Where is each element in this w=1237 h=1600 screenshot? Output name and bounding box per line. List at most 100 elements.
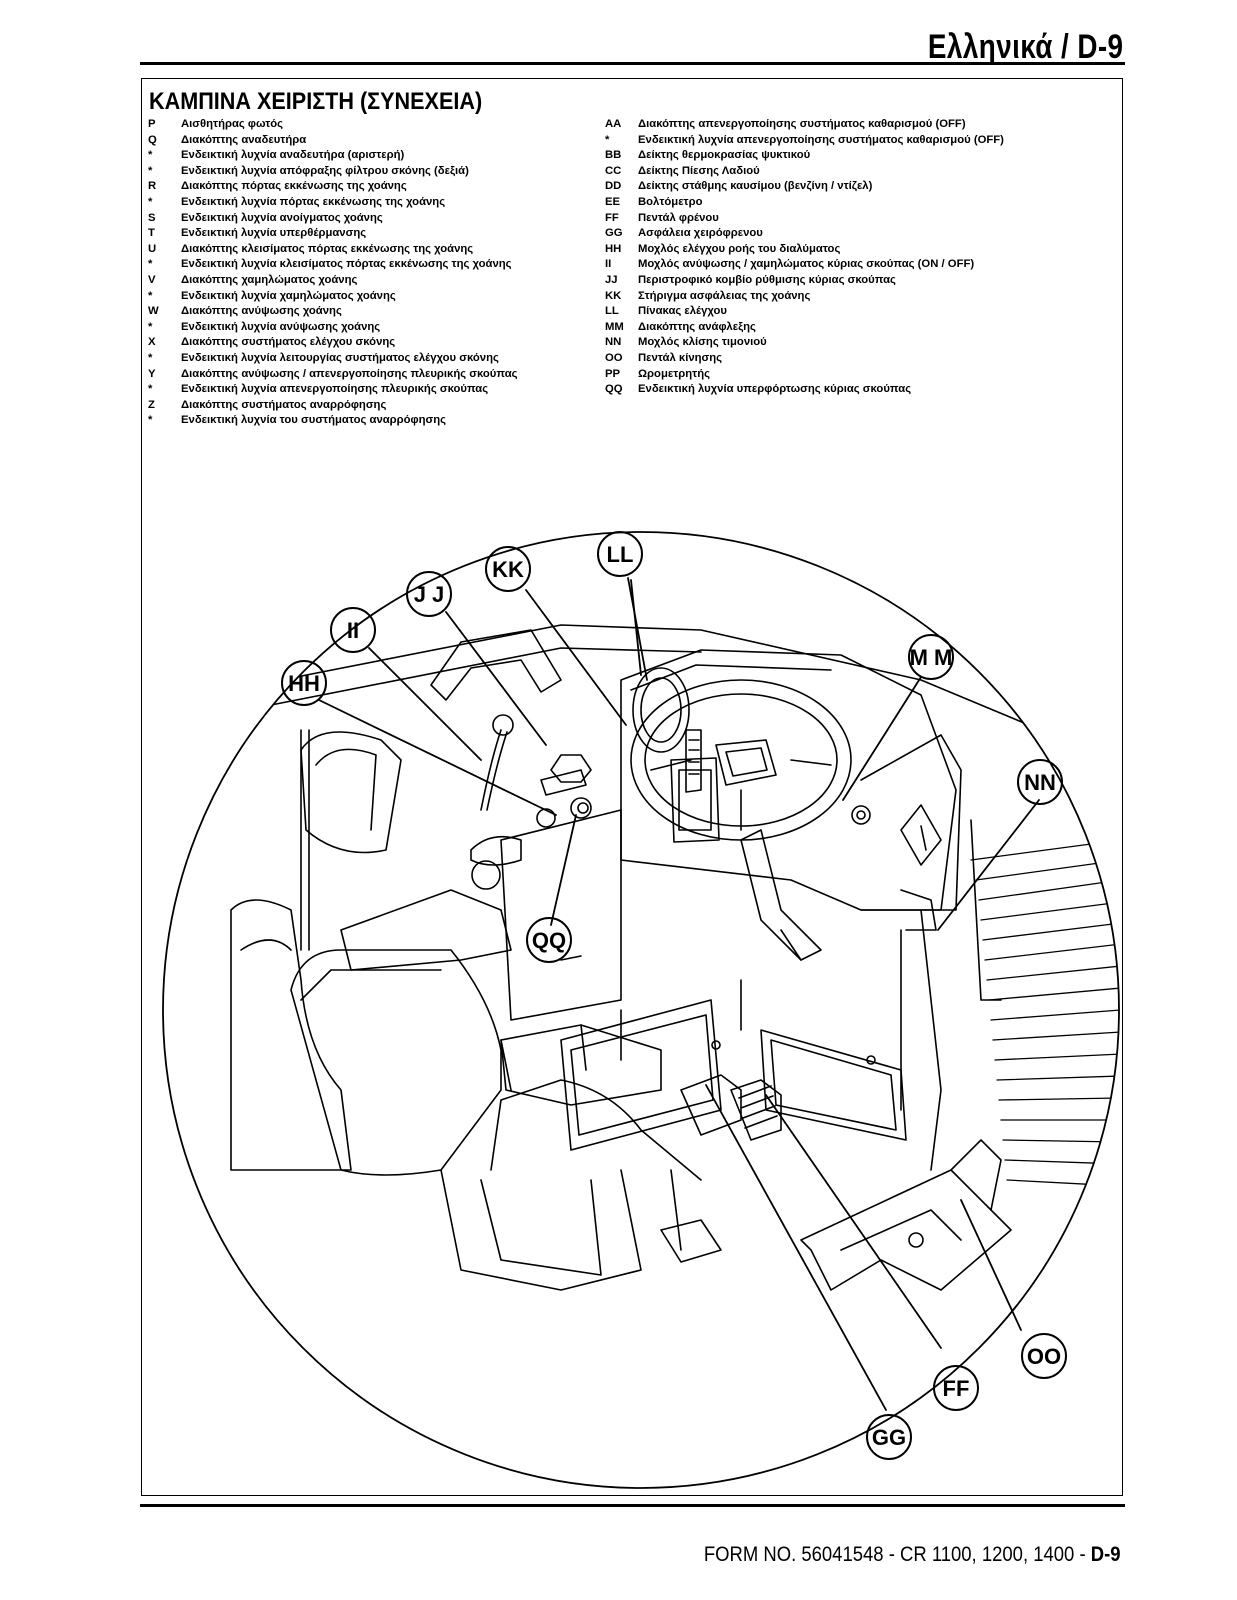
legend-description: Μοχλός ελέγχου ροής του διαλύματος: [638, 242, 841, 255]
legend-description: Διακόπτης ανύψωσης / απενεργοποίησης πλε…: [181, 367, 518, 380]
legend-code: QQ: [605, 383, 623, 396]
operator-compartment-diagram: HH II J J KK LL M M NN QQ OO FF GG: [162, 531, 1120, 1489]
legend-code: *: [148, 195, 153, 208]
legend-code: CC: [605, 164, 622, 177]
callout-oo-label: OO: [1027, 1344, 1061, 1369]
page-header-title: Ελληνικά / D-9: [927, 28, 1123, 66]
legend-code: *: [148, 289, 153, 302]
legend-description: Ενδεικτική λυχνία κλεισίματος πόρτας εκκ…: [181, 258, 512, 271]
legend-description: Διακόπτης συστήματος αναρρόφησης: [181, 398, 387, 411]
legend-item: V Διακόπτης χαμηλώματος χοάνης: [148, 273, 588, 289]
legend-code: EE: [605, 195, 621, 208]
legend-code: DD: [605, 180, 622, 193]
legend-description: Διακόπτης αναδευτήρα: [181, 133, 307, 146]
legend-item: * Ενδεικτική λυχνία απενεργοποίησης πλευρ…: [148, 382, 588, 398]
callout-ll: LL: [597, 531, 643, 577]
legend-description: Ενδεικτική λυχνία ανύψωσης χοάνης: [181, 320, 381, 333]
legend-item: * Ενδεικτική λυχνία χαμηλώματος χοάνης: [148, 289, 588, 305]
callout-jj: J J: [406, 571, 452, 617]
legend-description: Ενδεικτική λυχνία απόφραξης φίλτρου σκόν…: [181, 164, 469, 177]
legend-code: JJ: [605, 273, 618, 286]
legend-code: Y: [148, 367, 156, 380]
legend-description: Στήριγμα ασφάλειας της χοάνης: [638, 289, 811, 302]
legend-description: Μοχλός κλίσης τιμονιού: [638, 336, 767, 349]
callout-qq: QQ: [526, 917, 572, 963]
header-rule: [140, 62, 1125, 65]
callout-gg-label: GG: [872, 1425, 906, 1450]
legend-code: NN: [605, 336, 622, 349]
callout-ii-label: II: [347, 618, 359, 643]
side-grille: [970, 839, 1119, 1187]
legend-code: X: [148, 336, 156, 349]
legend-code: Z: [148, 398, 155, 411]
legend-code: *: [148, 414, 153, 427]
footer-form-text: FORM NO. 56041548 - CR 1100, 1200, 1400 …: [704, 1543, 1092, 1566]
callout-jj-label: J J: [414, 582, 445, 607]
content-frame: [141, 78, 1123, 1496]
callout-mm: M M: [908, 634, 954, 680]
legend-code: V: [148, 273, 156, 286]
legend-description: Ενδεικτική λυχνία λειτουργίας συστήματος…: [181, 351, 499, 364]
legend-code: OO: [605, 351, 623, 364]
legend-item: * Ενδεικτική λυχνία απενεργοποίησης συστή…: [605, 133, 1105, 149]
leader-lines: [318, 577, 1040, 1411]
legend-description: Περιστροφικό κομβίο ρύθμισης κύριας σκού…: [638, 273, 896, 286]
legend-description: Ενδεικτική λυχνία απενεργοποίησης συστήμ…: [638, 133, 1004, 146]
legend-code: *: [605, 133, 610, 146]
legend-code: AA: [605, 118, 622, 130]
callout-ll-label: LL: [607, 542, 634, 567]
legend-description: Ενδεικτική λυχνία αναδευτήρα (αριστερή): [181, 149, 405, 162]
callout-kk: KK: [485, 546, 531, 592]
legend-description: Διακόπτης χαμηλώματος χοάνης: [181, 273, 358, 286]
legend-code: R: [148, 180, 157, 193]
legend-code: W: [148, 305, 159, 318]
machine-illustration: [230, 624, 1119, 1291]
legend-description: Διακόπτης συστήματος ελέγχου σκόνης: [181, 336, 396, 349]
legend-description: Ενδεικτική λυχνία υπερφόρτωσης κύριας σκ…: [638, 383, 912, 396]
callout-ff-label: FF: [943, 1376, 970, 1401]
legend-code: S: [148, 211, 156, 224]
callout-mm-label: M M: [910, 645, 953, 670]
legend-code: Q: [148, 133, 157, 146]
legend-item: *Ενδεικτική λυχνία αναδευτήρα (αριστερή): [148, 148, 588, 164]
legend-item: FF Πεντάλ φρένου: [605, 211, 1105, 227]
legend-description: Διακόπτης ανύψωσης χοάνης: [181, 305, 342, 318]
legend-code: GG: [605, 227, 623, 240]
detail-circle: [162, 531, 1120, 1489]
legend-description: Πεντάλ κίνησης: [638, 351, 723, 364]
legend-item: Z Διακόπτης συστήματος αναρρόφησης: [148, 398, 588, 414]
legend-code: *: [148, 383, 153, 396]
legend-item: NN Μοχλός κλίσης τιμονιού: [605, 335, 1105, 351]
legend-description: Πίνακας ελέγχου: [638, 305, 728, 318]
page-footer: FORM NO. 56041548 - CR 1100, 1200, 1400 …: [704, 1543, 1121, 1567]
callout-hh-label: HH: [288, 671, 320, 696]
legend-description: Μοχλός ανύψωσης / χαμηλώματος κύριας σκο…: [638, 258, 975, 271]
legend-description: Διακόπτης πόρτας εκκένωσης της χοάνης: [181, 180, 407, 193]
legend-description: Ενδεικτική λυχνία χαμηλώματος χοάνης: [181, 289, 396, 302]
section-title: ΚΑΜΠΙΝΑ ΧΕΙΡΙΣΤΗ (ΣΥΝΕΧΕΙΑ): [149, 88, 483, 115]
callout-nn-label: NN: [1024, 770, 1056, 795]
legend-item: Q Διακόπτης αναδευτήρα: [148, 133, 588, 149]
callout-qq-label: QQ: [532, 928, 566, 953]
legend-description: Διακόπτης ανάφλεξης: [638, 320, 756, 333]
legend-code: FF: [605, 211, 619, 224]
legend-code: U: [148, 242, 157, 255]
legend-item: *Ενδεικτική λυχνία κλεισίματος πόρτας εκ…: [148, 257, 588, 273]
legend-description: Ενδεικτική λυχνία απενεργοποίησης πλευρι…: [181, 383, 489, 396]
legend-description: Πεντάλ φρένου: [638, 211, 719, 224]
